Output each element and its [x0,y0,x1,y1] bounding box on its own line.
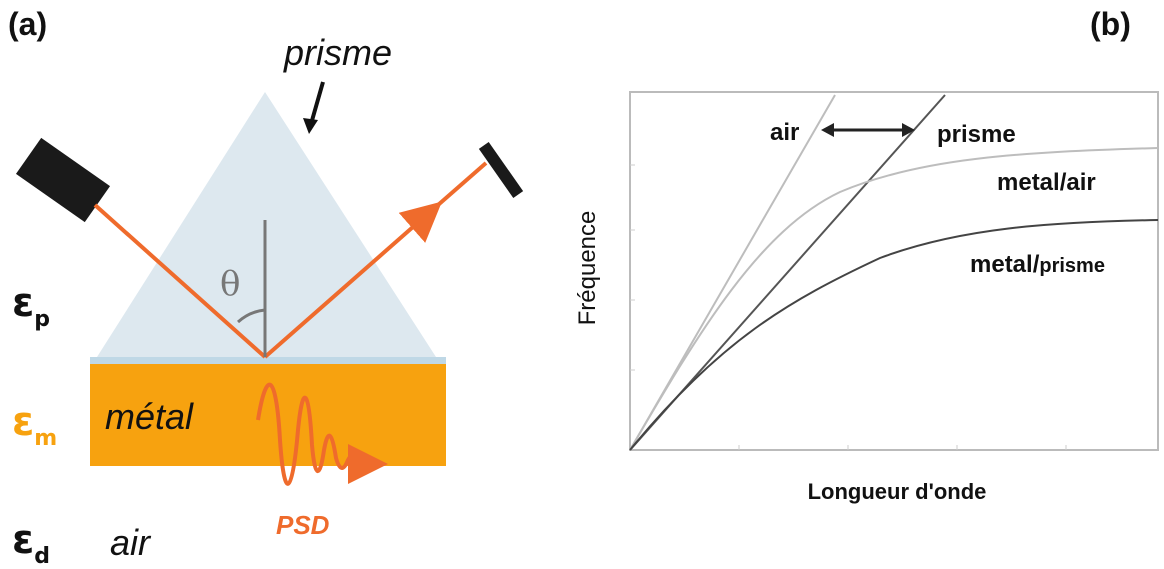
eps-d-subscript: d [34,544,51,569]
eps-m-subscript: m [34,426,58,451]
metal-prism-curve [629,219,1159,451]
curve-label-prisme: prisme [937,121,1016,148]
eps-p-symbol: ε [12,280,35,326]
curve-label-metal-air: metal/air [997,169,1096,196]
psd-label: PSD [276,510,330,540]
eps-d-label: εd [12,520,50,568]
curve-label-metal-prisme-part2: prisme [1039,255,1105,277]
laser-source [15,137,111,223]
eps-p-subscript: p [34,307,51,332]
curve-label-metal-prisme-part1: metal/ [970,251,1040,278]
eps-m-symbol: ε [12,399,35,445]
eps-m-label: εm [12,402,57,450]
prism-pointer-arrowhead [303,118,318,134]
prism-pointer-arrow [309,81,325,125]
angle-theta-label: θ [220,264,241,304]
double-arrow-left-head [821,123,834,137]
double-arrow-right-head [902,123,915,137]
air-label: air [110,522,151,563]
eps-d-symbol: ε [12,517,35,563]
metal-label: métal [105,396,194,437]
x-axis-label: Longueur d'onde [808,479,987,504]
panel-a-label: (a) [8,6,48,42]
incident-beam [93,203,267,359]
axis-ticks [630,164,1067,450]
eps-p-label: εp [12,283,50,331]
reflected-beam-tail [428,161,488,214]
detector [478,141,524,199]
curve-label-metal-prisme: metal/prisme [970,251,1105,278]
curve-label-air: air [770,119,799,146]
reflected-beam [263,201,443,359]
plot-frame [629,91,1159,451]
prism-metal-interface [90,357,446,364]
psd-wave [256,382,381,486]
panel-b-label: (b) [1090,6,1131,42]
metal-air-curve [629,147,1159,451]
prism-label: prisme [284,32,393,73]
y-axis-label: Fréquence [574,211,601,326]
angle-arc [236,308,266,324]
